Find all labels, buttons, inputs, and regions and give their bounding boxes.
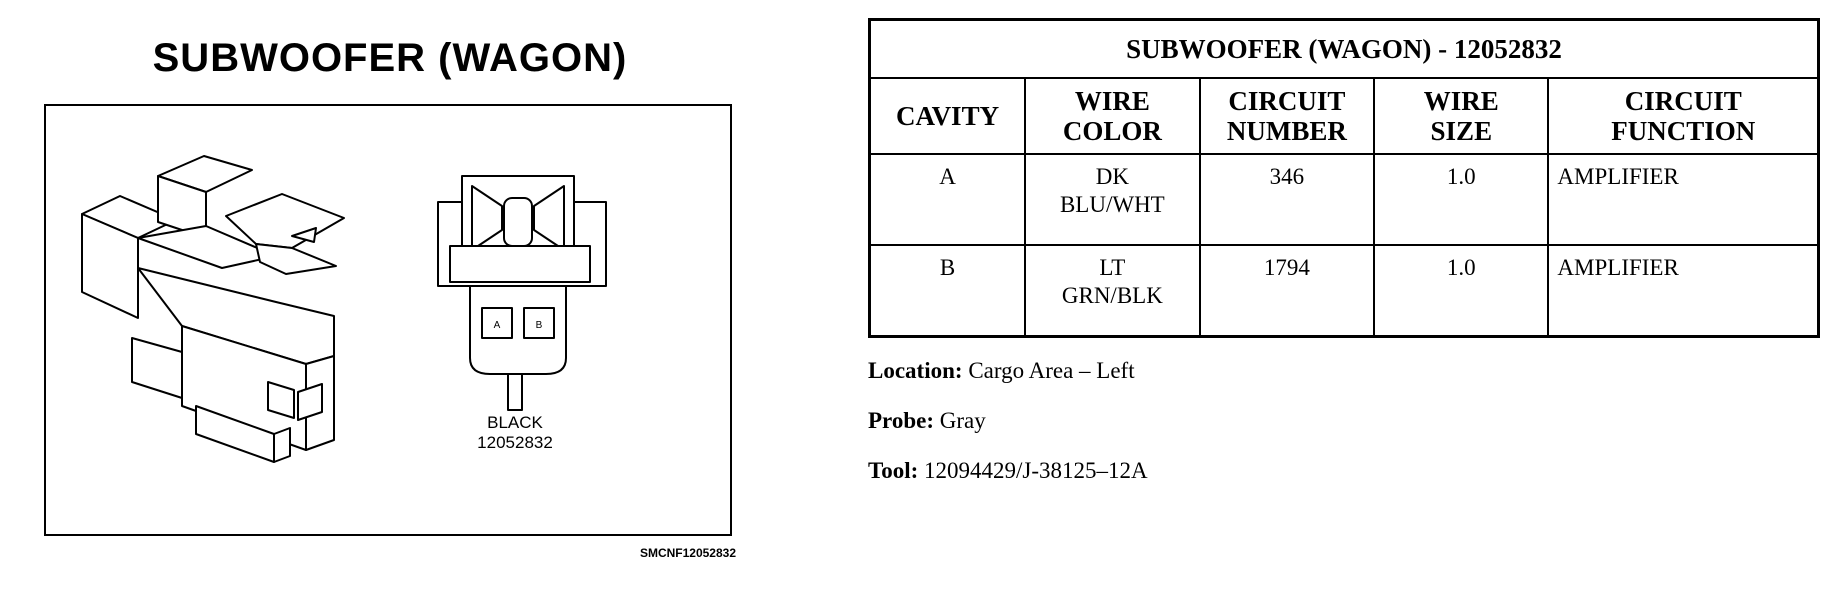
probe-note: Probe: Gray: [868, 408, 986, 433]
connector-face-view: [437, 175, 607, 411]
connector-part-number: 12052832: [477, 433, 553, 452]
cell-cavity: A: [868, 153, 1027, 246]
pinout-table: SUBWOOFER (WAGON) - 12052832 CAVITY WIRE…: [868, 18, 1820, 338]
diagram-title: SUBWOOFER (WAGON): [152, 36, 628, 80]
connector-isometric-view: [81, 155, 345, 463]
cell-cavity: B: [868, 244, 1027, 338]
pin-b-label: B: [536, 320, 543, 331]
cell-circuit-number: 1794: [1198, 244, 1376, 338]
cell-wire-size: 1.0: [1373, 244, 1550, 338]
location-note: Location: Cargo Area – Left: [868, 358, 1135, 383]
header-cavity: CAVITY: [868, 77, 1027, 155]
cell-circuit-number: 346: [1198, 153, 1376, 246]
cell-circuit-function: AMPLIFIER: [1547, 244, 1820, 338]
figure-code: SMCNF12052832: [639, 546, 736, 560]
cell-circuit-function: AMPLIFIER: [1547, 153, 1820, 246]
connector-color-label: BLACK: [487, 413, 543, 432]
tool-note: Tool: 12094429/J-38125–12A: [868, 458, 1148, 483]
connector-figure: A B BLACK 12052832: [44, 104, 732, 536]
table-title: SUBWOOFER (WAGON) - 12052832: [868, 18, 1820, 79]
cell-wire-size: 1.0: [1373, 153, 1550, 246]
connector-notes: Location: Cargo Area – Left Probe: Gray …: [868, 356, 1148, 506]
connector-drawing: A B: [81, 155, 607, 463]
pin-a-label: A: [494, 320, 501, 331]
